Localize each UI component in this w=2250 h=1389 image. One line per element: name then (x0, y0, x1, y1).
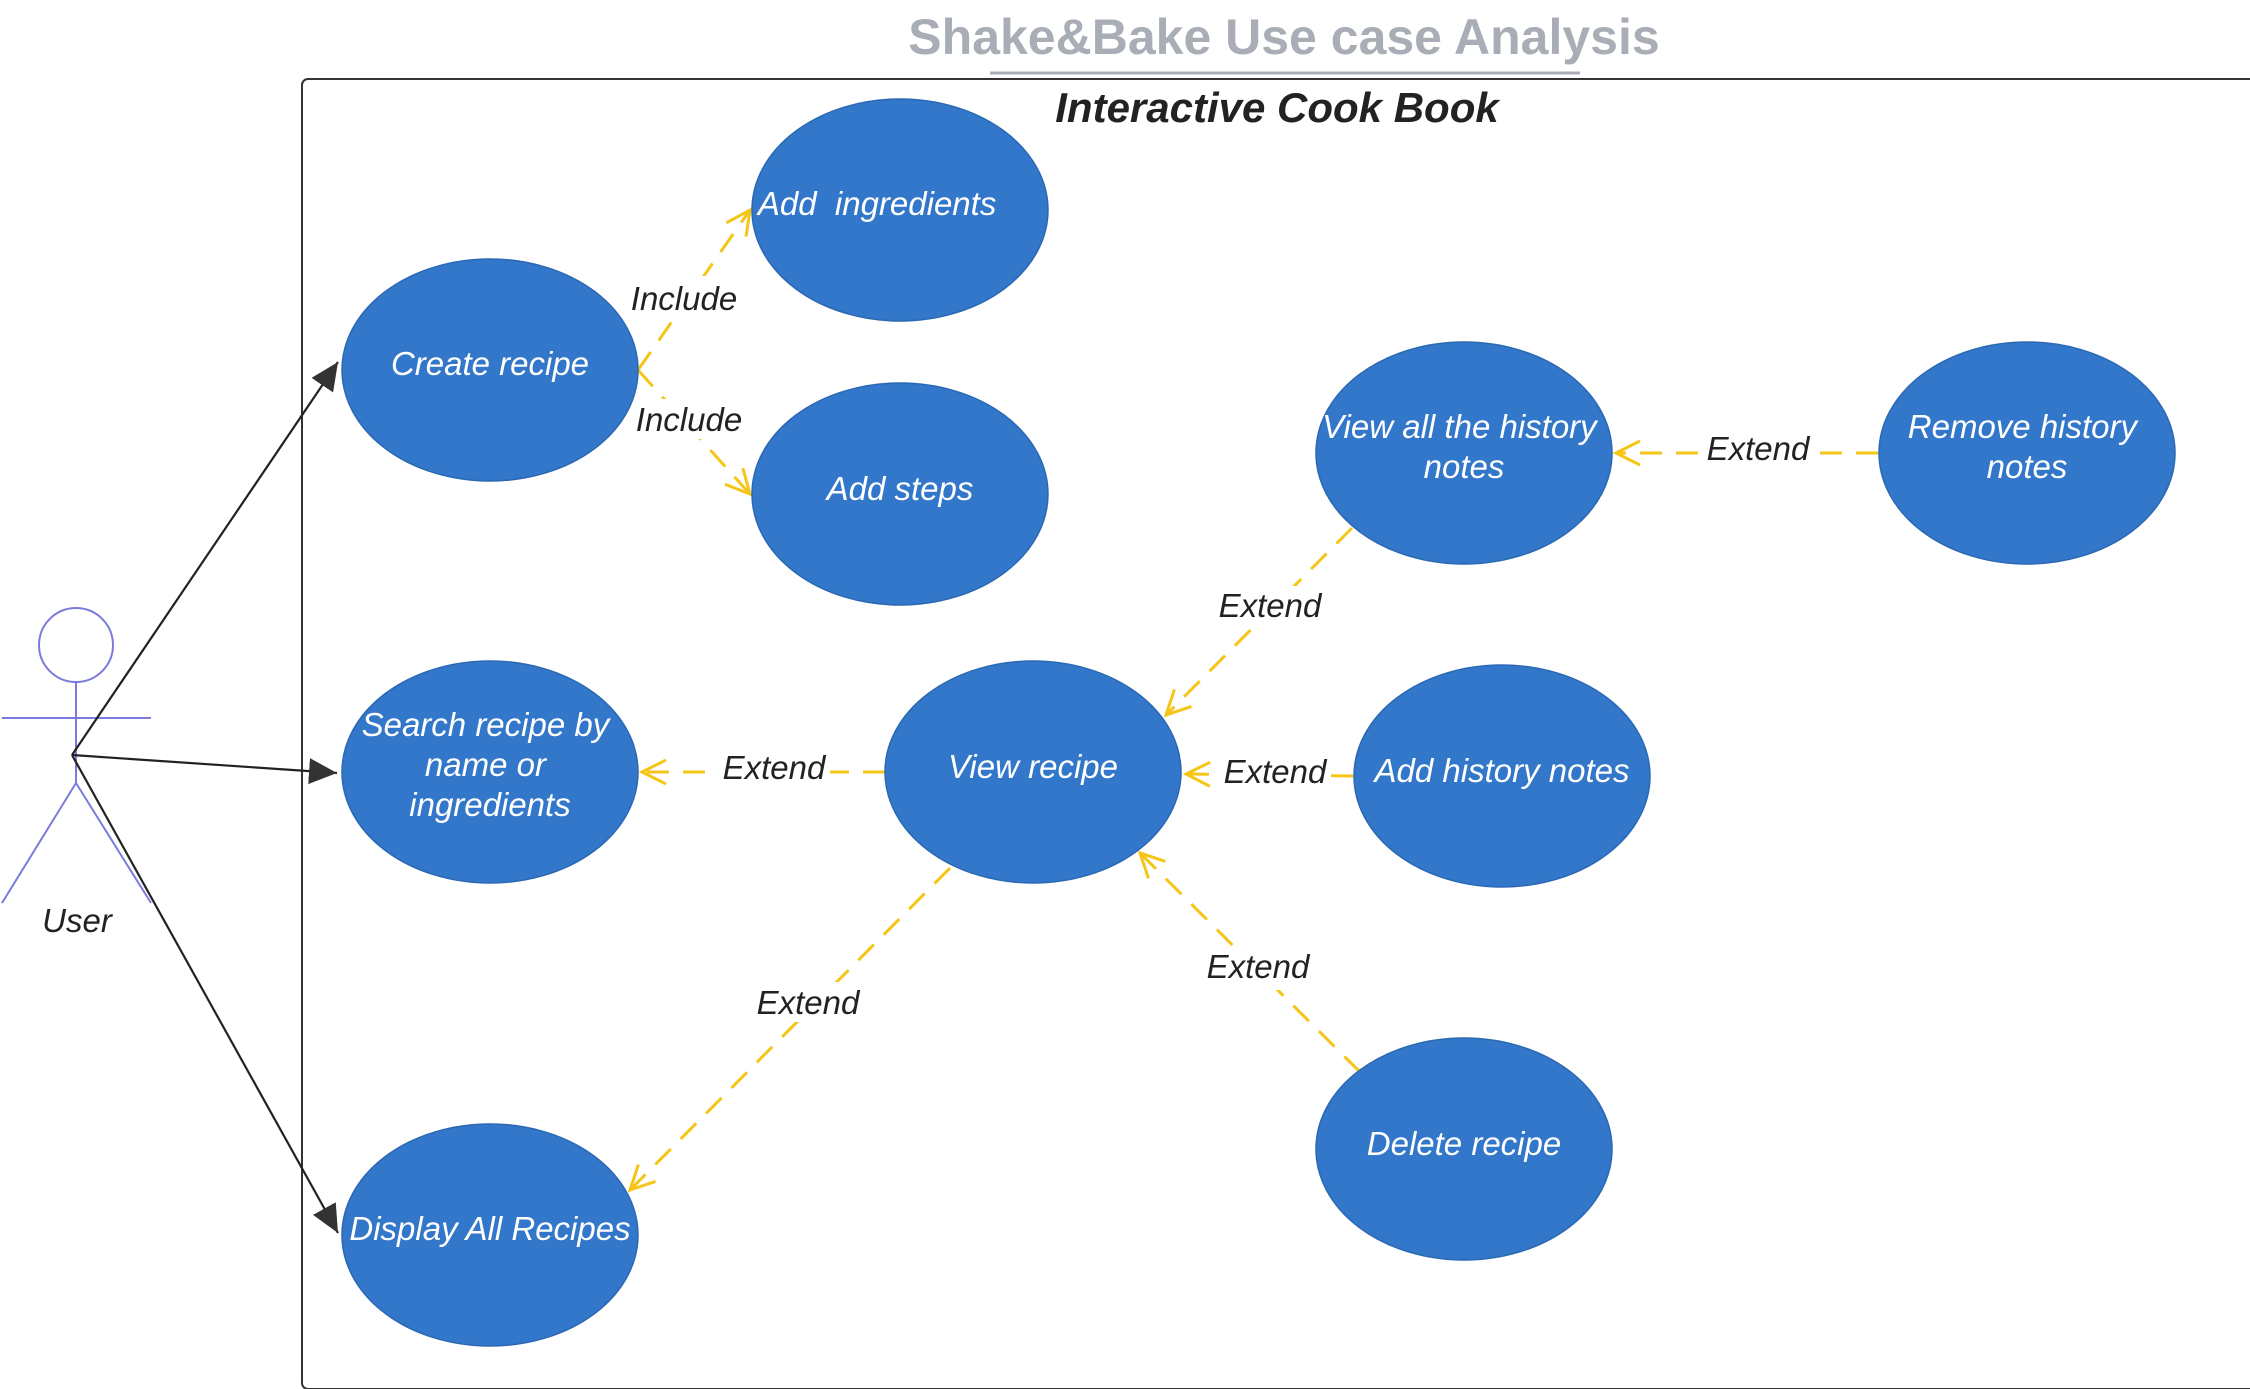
label-bg (1702, 430, 1814, 470)
use-case-label: Remove history notes (1908, 408, 2146, 485)
use-case-add-history-notes[interactable]: Add history notes (1353, 664, 1651, 888)
use-case-label: Delete recipe (1367, 1125, 1561, 1162)
extend-label-delete: Extend (1207, 948, 1311, 985)
use-case-label: Display All Recipes (349, 1210, 630, 1247)
diagram-title: Shake&Bake Use case Analysis (908, 9, 1659, 65)
actor-left-leg (1, 782, 77, 904)
extend-line-display (627, 866, 952, 1193)
actor-label: User (42, 902, 114, 939)
use-case-label: Search recipe by name or ingredients (362, 706, 619, 823)
label-line: Display All Recipes (349, 1210, 630, 1247)
include-line-ingredients (636, 207, 752, 371)
label-bg (625, 276, 743, 316)
label-line: Create recipe (391, 345, 589, 382)
use-case-label: Add steps (825, 470, 974, 507)
include-label-steps: Include (636, 401, 742, 438)
actor-right-leg (75, 782, 152, 904)
label-line: Search recipe by (362, 706, 612, 743)
extend-label-add-history: Extend (1224, 753, 1328, 790)
label-line: notes (1987, 448, 2068, 485)
actor-head (38, 607, 114, 683)
system-name: Interactive Cook Book (1055, 84, 1501, 131)
use-case-view-recipe[interactable]: View recipe (884, 660, 1182, 884)
use-case-display-all-recipes[interactable]: Display All Recipes (341, 1123, 639, 1347)
association-display-all (71, 754, 339, 1234)
extend-line-view-history (1163, 526, 1354, 718)
extend-label-display: Extend (757, 984, 861, 1021)
use-case-search-recipe[interactable]: Search recipe by name or ingredients (341, 660, 639, 884)
extend-label-remove-history: Extend (1707, 430, 1811, 467)
use-case-create-recipe[interactable]: Create recipe (341, 258, 639, 482)
label-bg (1202, 950, 1314, 990)
association-search-recipe (71, 753, 338, 785)
use-case-label: Create recipe (391, 345, 589, 382)
system-boundary (301, 78, 2250, 1389)
label-line: View all the history (1322, 408, 1599, 445)
label-line: name or (425, 746, 548, 783)
include-label-ingredients: Include (631, 280, 737, 317)
use-case-add-ingredients[interactable]: Add ingredients (751, 98, 1049, 322)
label-line: notes (1424, 448, 1505, 485)
label-line: Delete recipe (1367, 1125, 1561, 1162)
use-case-label: View all the history notes (1322, 408, 1606, 485)
use-case-label: Add history notes (1373, 752, 1630, 789)
actor-user[interactable] (1, 607, 152, 904)
label-line: Add steps (825, 470, 974, 507)
use-case-remove-history-notes[interactable]: Remove history notes (1878, 341, 2176, 565)
label-line: Remove history (1908, 408, 2140, 445)
label-bg (630, 399, 748, 439)
label-line: Add history notes (1373, 752, 1630, 789)
label-bg (1214, 586, 1326, 626)
use-case-label: View recipe (948, 748, 1118, 785)
use-case-delete-recipe[interactable]: Delete recipe (1315, 1037, 1613, 1261)
use-case-add-steps[interactable]: Add steps (751, 382, 1049, 606)
label-bg (1219, 754, 1331, 794)
label-bg (752, 982, 864, 1022)
use-case-view-history-notes[interactable]: View all the history notes (1315, 341, 1613, 565)
association-create-recipe (71, 361, 339, 756)
label-bg (718, 750, 830, 790)
label-line: Add ingredients (756, 185, 997, 222)
use-case-label: Add ingredients (756, 185, 1042, 222)
label-line: View recipe (948, 748, 1118, 785)
extend-label-view-history: Extend (1219, 587, 1323, 624)
label-line: ingredients (409, 786, 570, 823)
extend-label-search: Extend (723, 749, 827, 786)
